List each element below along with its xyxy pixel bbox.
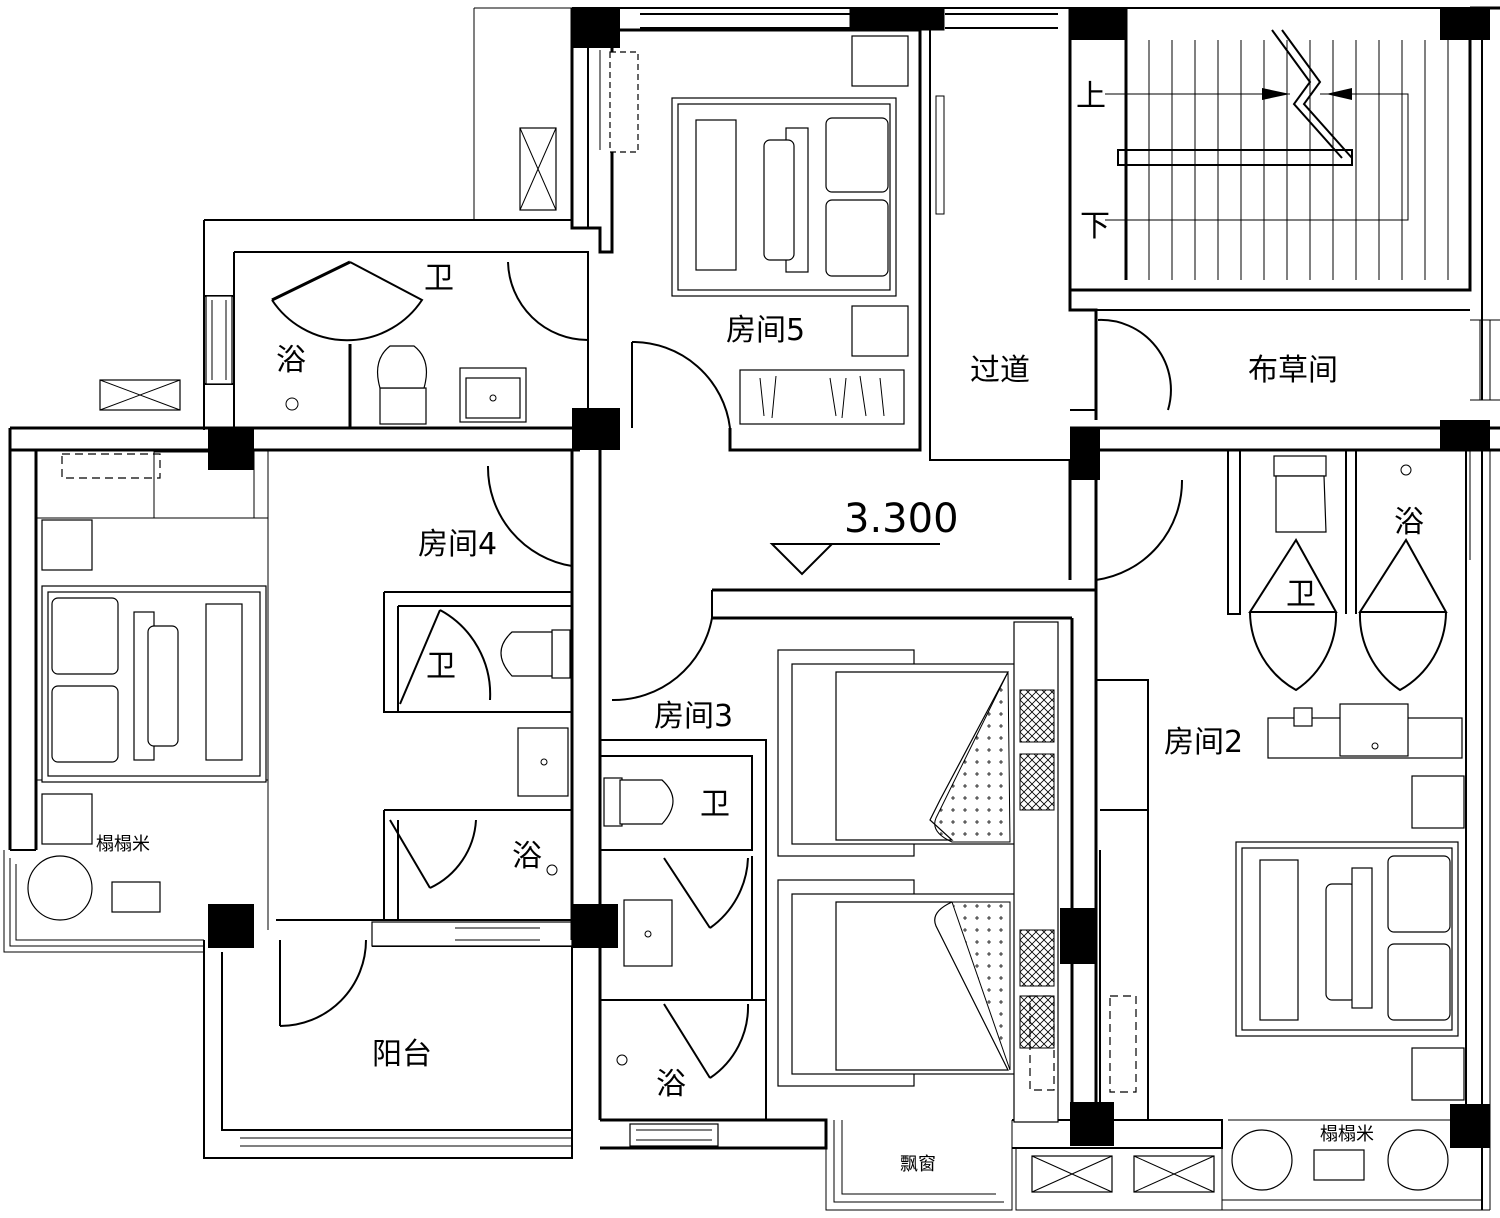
label-tatami-left: 榻榻米 xyxy=(96,834,150,855)
label-wc-room4: 卫 xyxy=(426,649,456,684)
label-bath-room3: 浴 xyxy=(656,1067,686,1102)
label-balcony: 阳台 xyxy=(372,1037,432,1072)
walls xyxy=(3,6,1500,1211)
elevation-marker: 3.300 xyxy=(769,496,959,576)
label-corridor: 过道 xyxy=(970,353,1030,388)
label-wc-room2: 卫 xyxy=(1286,577,1316,612)
label-bath-room2: 浴 xyxy=(1394,505,1424,540)
label-tatami-right: 榻榻米 xyxy=(1320,1124,1374,1145)
label-stair-down: 下 xyxy=(1080,209,1110,244)
label-bath-room4: 浴 xyxy=(512,839,542,874)
doors xyxy=(271,260,1448,1079)
label-linen: 布草间 xyxy=(1248,353,1338,388)
label-bath-top: 浴 xyxy=(276,343,306,378)
columns xyxy=(208,7,1490,1148)
label-wc-top: 卫 xyxy=(424,261,454,296)
label-room5: 房间5 xyxy=(726,313,805,348)
label-room2: 房间2 xyxy=(1164,725,1243,760)
label-stair-up: 上 xyxy=(1076,79,1106,114)
elevation-value: 3.300 xyxy=(844,496,959,542)
furniture xyxy=(27,35,1465,1193)
label-bay-window: 飘窗 xyxy=(900,1154,936,1175)
label-wc-room3: 卫 xyxy=(700,787,730,822)
label-room4: 房间4 xyxy=(418,527,497,562)
label-room3: 房间3 xyxy=(654,699,733,734)
labels: 房间5 过道 布草间 房间4 房间3 房间2 阳台 飘窗 榻榻米 榻榻米 卫 浴… xyxy=(96,79,1424,1175)
staircase xyxy=(1105,29,1449,280)
